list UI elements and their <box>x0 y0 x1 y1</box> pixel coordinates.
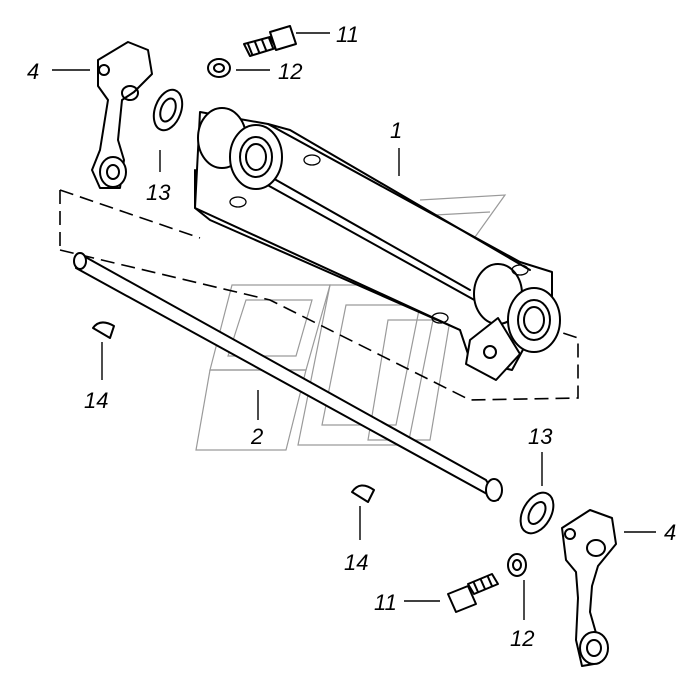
callout-1: 1 <box>390 118 402 143</box>
callout-4-top: 4 <box>27 59 39 84</box>
washer-part-13-bottom <box>519 491 555 535</box>
callout-12-bottom: 12 <box>510 626 534 651</box>
lever-part-4-bottom <box>561 509 617 667</box>
spring-washer-part-12-top <box>207 58 231 78</box>
bolt-part-11-top <box>243 25 297 57</box>
key-part-14-left <box>92 321 115 339</box>
callout-14-left: 14 <box>84 388 108 413</box>
callout-11-bottom: 11 <box>374 590 397 615</box>
callout-2: 2 <box>250 424 263 449</box>
washer-part-13-top <box>152 88 184 132</box>
callout-13-top: 13 <box>146 180 171 205</box>
callout-11-top: 11 <box>336 22 359 47</box>
spring-washer-part-12-bottom <box>507 553 527 577</box>
leader-lines <box>52 32 656 620</box>
key-part-14-bottom <box>351 484 375 503</box>
assembly-dashed-lines <box>59 189 579 401</box>
lever-part-4-top <box>91 41 153 189</box>
bracket-part-1 <box>194 107 561 381</box>
callout-labels: 1 2 4 4 11 11 12 12 13 13 14 14 <box>27 22 676 651</box>
shaft-part-2 <box>73 252 503 502</box>
callout-14-bottom: 14 <box>344 550 368 575</box>
callout-4-bottom: 4 <box>664 520 676 545</box>
callout-13-bottom: 13 <box>528 424 553 449</box>
callout-12-top: 12 <box>278 59 302 84</box>
bolt-part-11-bottom <box>447 573 499 613</box>
